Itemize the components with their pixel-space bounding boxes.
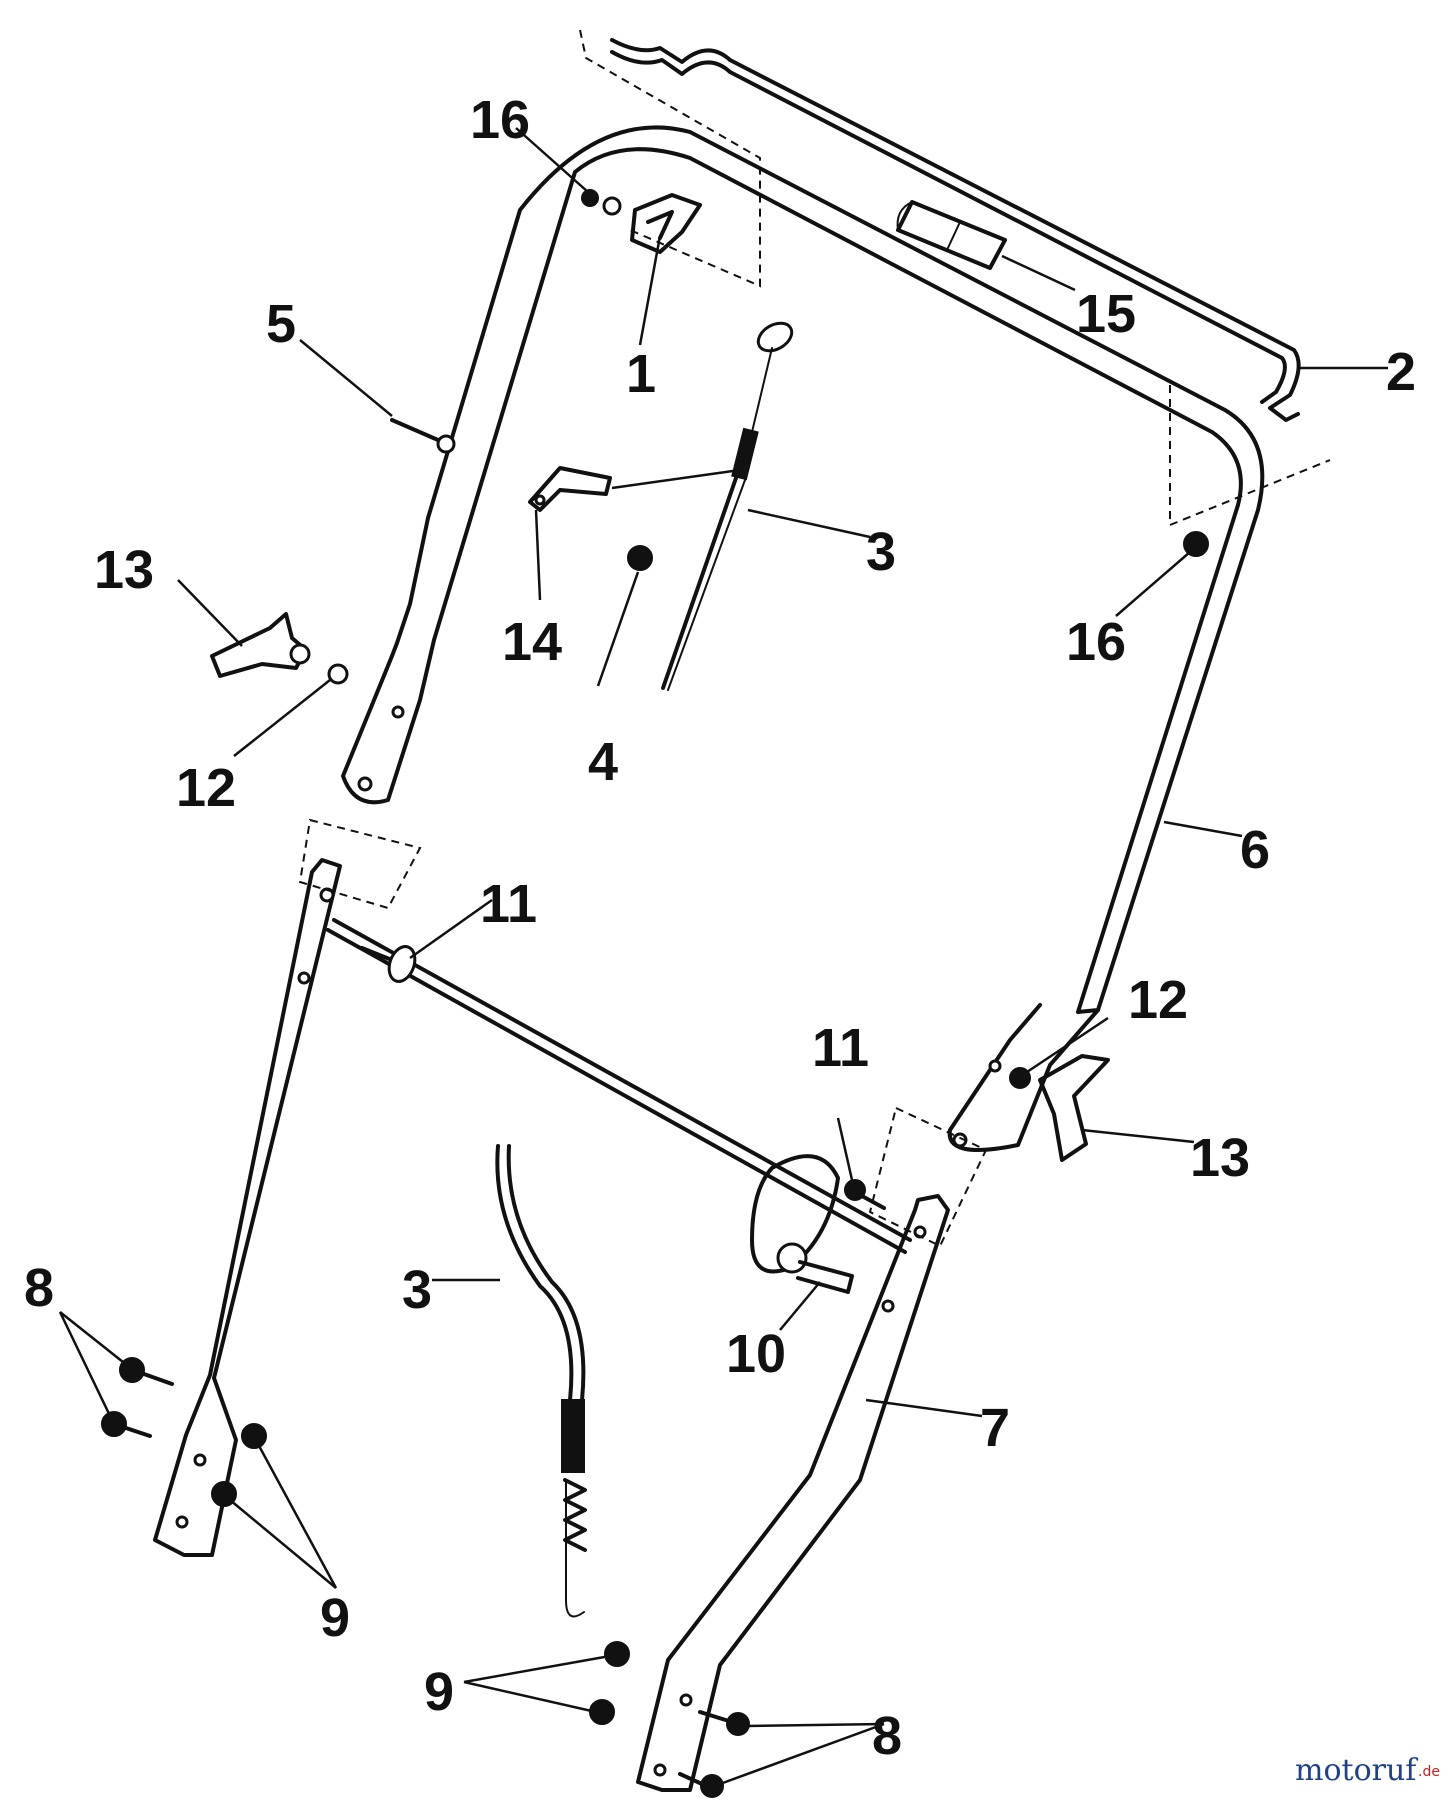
- nut-16-right: [1183, 531, 1209, 557]
- callout-15: 15: [1076, 284, 1136, 344]
- callout-14: 14: [502, 612, 562, 672]
- callout-6: 6: [1240, 820, 1270, 880]
- callout-4: 4: [588, 732, 618, 792]
- callout-11-upper: 11: [480, 874, 537, 934]
- callout-12-right: 12: [1128, 970, 1188, 1030]
- control-cable-lower: [495, 1144, 587, 1618]
- callout-9-left: 9: [320, 1588, 350, 1648]
- wing-nut-13-left: [210, 612, 308, 678]
- callout-numbers: 16 15 2 5 1 3 13 14 16 12 4 6 11 12 11 1…: [24, 90, 1416, 1766]
- bracket-1: [630, 193, 702, 254]
- leader-lines: [58, 127, 1388, 1786]
- pulley-bracket: [750, 1154, 854, 1294]
- nut-16-upper: [581, 189, 599, 207]
- bolt-11-upper: [360, 946, 394, 962]
- upper-handle: [341, 125, 1265, 1152]
- callout-1: 1: [626, 344, 656, 404]
- lower-handle: [153, 818, 988, 1792]
- nut-9-bottom-a: [604, 1641, 630, 1667]
- watermark-logo: motoruf .de: [1295, 1753, 1440, 1788]
- control-cable-upper: [661, 321, 794, 691]
- control-bar: [579, 29, 1331, 527]
- callout-10: 10: [726, 1324, 786, 1384]
- callout-12-left: 12: [176, 758, 236, 818]
- bolt-8-left-b: [101, 1411, 127, 1437]
- hardware: [101, 189, 1209, 1798]
- watermark-suffix: .de: [1418, 1764, 1440, 1780]
- callout-11-lower: 11: [812, 1018, 869, 1078]
- callout-3-upper: 3: [866, 522, 896, 582]
- callout-16-right: 16: [1066, 612, 1126, 672]
- callout-8-left: 8: [24, 1258, 54, 1318]
- wing-nut-13-right: [1038, 1054, 1110, 1162]
- callout-9-bottom: 9: [424, 1662, 454, 1722]
- callout-7: 7: [980, 1398, 1010, 1458]
- callout-13-right: 13: [1190, 1128, 1250, 1188]
- watermark-brand: motoruf: [1295, 1753, 1418, 1788]
- nut-9-left-a: [241, 1423, 267, 1449]
- nut-4: [627, 545, 653, 571]
- callout-2: 2: [1386, 342, 1416, 402]
- callout-8-bottom: 8: [872, 1706, 902, 1766]
- washer-12-left: [327, 663, 349, 685]
- grip-sleeve: [896, 200, 1007, 270]
- nut-9-bottom-b: [589, 1699, 615, 1725]
- bolt-5: [390, 418, 440, 442]
- callout-16: 16: [470, 90, 530, 150]
- callout-3-lower: 3: [402, 1260, 432, 1320]
- callout-13-left: 13: [94, 540, 154, 600]
- bracket-14: [528, 466, 612, 512]
- bolt-8-bottom-b: [678, 1772, 704, 1786]
- callout-5: 5: [266, 294, 296, 354]
- bolt-11-lower: [860, 1194, 886, 1210]
